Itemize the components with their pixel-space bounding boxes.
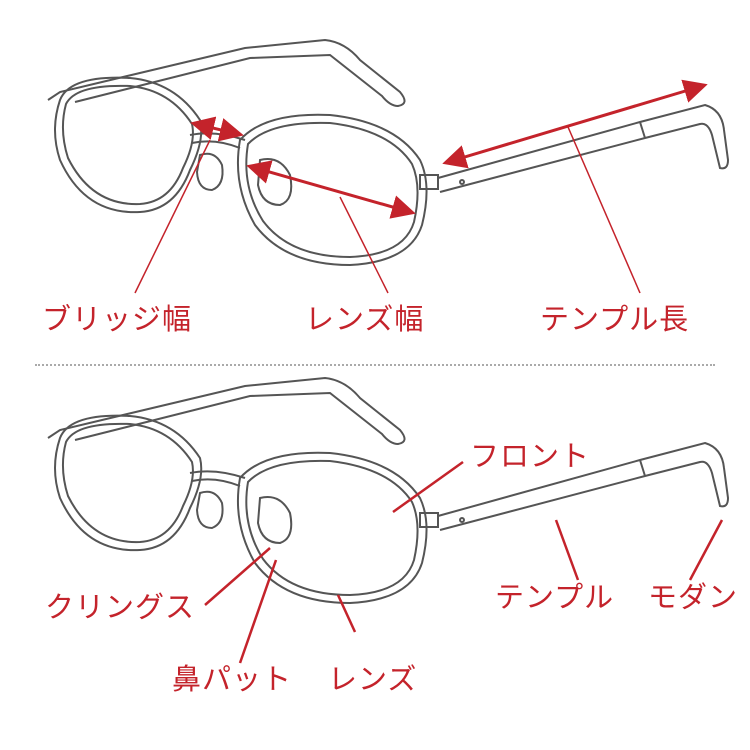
bridge-width-label: ブリッジ幅 (42, 302, 193, 336)
lens-width-label: レンズ幅 (305, 302, 425, 336)
top-glasses-drawing (47, 39, 729, 266)
nose-pad-leader (238, 559, 278, 664)
temple-length-arrow (442, 79, 708, 169)
lens-label: レンズ (328, 662, 418, 696)
temple-leader (554, 519, 580, 581)
lens-width-leader (339, 196, 389, 294)
divider (35, 364, 715, 366)
lens-leader (336, 594, 357, 633)
modern-leader (688, 519, 724, 581)
bridge-width-leader (134, 139, 211, 294)
klings-label: クリングス (45, 590, 196, 624)
temple-length-leader (567, 126, 641, 294)
temple-label: テンプル (495, 580, 615, 614)
klings-leader (204, 547, 271, 606)
bottom-glasses-drawing (47, 377, 729, 604)
lens-width-arrow (246, 160, 416, 219)
bridge-width-arrow (190, 116, 244, 142)
temple-length-label: テンプル長 (540, 302, 690, 336)
front-label: フロント (470, 439, 591, 473)
front-leader (392, 460, 464, 514)
modern-label: モダン (648, 580, 739, 614)
nose-pad-label: 鼻パット (172, 662, 293, 696)
